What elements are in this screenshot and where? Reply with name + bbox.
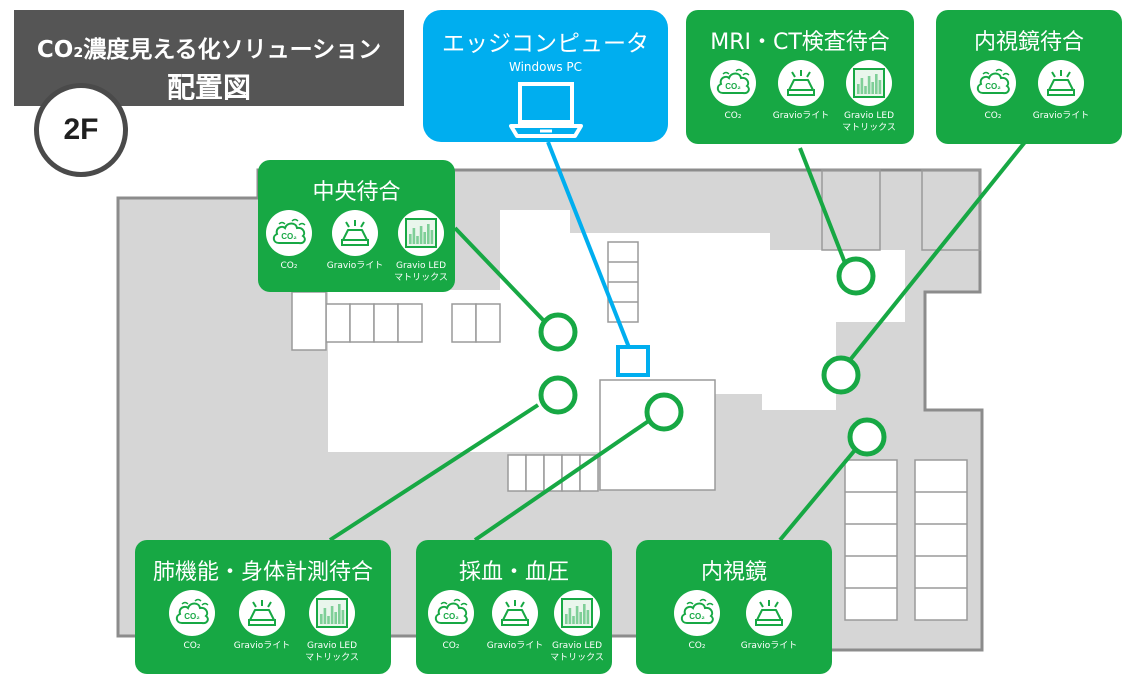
gravio-light-icon xyxy=(787,70,815,96)
co2-cloud-icon: CO₂ xyxy=(175,598,209,625)
co2-cloud-icon: CO₂ xyxy=(272,218,306,245)
device-gravio-light: Gravioライト xyxy=(736,590,802,652)
device-label: CO₂ xyxy=(688,641,706,651)
zone-title: 採血・血圧 xyxy=(458,560,569,585)
gravio-light-icon xyxy=(341,220,369,246)
zone-mri-ct-waiting: MRI・CT検査待合 CO₂ CO₂ Gravioライト Gravio LED … xyxy=(686,10,914,144)
device-label: CO₂ xyxy=(442,641,460,651)
gravio-light-icon xyxy=(501,600,529,626)
device-gravio-light: Gravioライト xyxy=(229,590,295,652)
device-label: Gravio LED マトリックス xyxy=(842,111,896,133)
device-label: CO₂ xyxy=(280,261,298,271)
zone-connector-lines xyxy=(328,140,1027,542)
zone-title: 肺機能・身体計測待合 xyxy=(152,560,373,585)
device-co2: CO₂ CO₂ xyxy=(960,60,1026,122)
edge-title: エッジコンピュータ xyxy=(442,31,649,57)
device-gravio-light: Gravioライト xyxy=(768,60,834,122)
zone-title: 中央待合 xyxy=(312,180,401,205)
device-led-matrix: Gravio LED マトリックス xyxy=(388,210,454,284)
device-label: Gravioライト xyxy=(1032,111,1090,121)
room-dividers xyxy=(608,169,981,589)
device-co2: CO₂ CO₂ xyxy=(256,210,322,272)
zone-endoscope-waiting: 内視鏡待合 CO₂ CO₂ Gravioライト xyxy=(936,10,1122,144)
led-matrix-icon xyxy=(561,598,593,628)
device-label: Gravioライト xyxy=(326,261,384,271)
edge-subtitle: Windows PC xyxy=(509,60,582,74)
corridor-area xyxy=(328,210,905,458)
title-line1: CO₂濃度見える化ソリューション xyxy=(36,37,382,63)
edge-location-marker xyxy=(616,345,650,377)
device-label: Gravio LED マトリックス xyxy=(550,641,604,663)
co2-cloud-icon: CO₂ xyxy=(434,598,468,625)
led-matrix-icon xyxy=(853,68,885,98)
title-line2: 配置図 xyxy=(166,71,251,104)
edge-connector-line xyxy=(546,141,632,351)
co2-glyph: CO₂ xyxy=(281,232,297,241)
device-co2: CO₂ CO₂ xyxy=(418,590,484,652)
device-gravio-light: Gravioライト xyxy=(1028,60,1094,122)
device-label: CO₂ xyxy=(984,111,1002,121)
device-gravio-light: Gravioライト xyxy=(482,590,548,652)
co2-cloud-icon: CO₂ xyxy=(716,68,750,95)
device-gravio-light: Gravioライト xyxy=(322,210,388,272)
zone-title: 内視鏡待合 xyxy=(973,30,1084,55)
zone-title: 内視鏡 xyxy=(700,560,767,585)
device-led-matrix: Gravio LED マトリックス xyxy=(836,60,902,134)
sensor-location-markers xyxy=(538,256,887,457)
zone-endoscope: 内視鏡 CO₂ CO₂ Gravioライト xyxy=(636,540,832,674)
device-co2: CO₂ CO₂ xyxy=(664,590,730,652)
device-label: CO₂ xyxy=(724,111,742,121)
device-label: Gravioライト xyxy=(233,641,291,651)
device-label: Gravio LED マトリックス xyxy=(394,261,448,283)
laptop-icon xyxy=(509,82,583,138)
device-led-matrix: Gravio LED マトリックス xyxy=(544,590,610,664)
device-co2: CO₂ CO₂ xyxy=(700,60,766,122)
zone-title: MRI・CT検査待合 xyxy=(710,30,890,55)
co2-glyph: CO₂ xyxy=(184,612,200,621)
co2-glyph: CO₂ xyxy=(985,82,1001,91)
edge-computer-box: エッジコンピュータ Windows PC xyxy=(423,10,668,142)
gravio-light-icon xyxy=(1047,70,1075,96)
zone-lung-body-measurement-waiting: 肺機能・身体計測待合 CO₂ CO₂ Gravioライト Gravio LED … xyxy=(135,540,391,674)
zone-blood-sampling: 採血・血圧 CO₂ CO₂ Gravioライト Gravio LED マトリック… xyxy=(416,540,612,674)
device-label: CO₂ xyxy=(183,641,201,651)
device-led-matrix: Gravio LED マトリックス xyxy=(299,590,365,664)
device-label: Gravioライト xyxy=(772,111,830,121)
device-label: Gravioライト xyxy=(486,641,544,651)
device-label: Gravioライト xyxy=(740,641,798,651)
gravio-light-icon xyxy=(248,600,276,626)
zone-central-waiting: 中央待合 CO₂ CO₂ Gravioライト Gravio LED マトリックス xyxy=(258,160,455,292)
co2-cloud-icon: CO₂ xyxy=(976,68,1010,95)
co2-cloud-icon: CO₂ xyxy=(680,598,714,625)
co2-glyph: CO₂ xyxy=(689,612,705,621)
co2-glyph: CO₂ xyxy=(725,82,741,91)
co2-glyph: CO₂ xyxy=(443,612,459,621)
floor-badge: 2F xyxy=(34,83,128,177)
led-matrix-icon xyxy=(405,218,437,248)
device-label: Gravio LED マトリックス xyxy=(305,641,359,663)
gravio-light-icon xyxy=(755,600,783,626)
device-co2: CO₂ CO₂ xyxy=(159,590,225,652)
led-matrix-icon xyxy=(316,598,348,628)
